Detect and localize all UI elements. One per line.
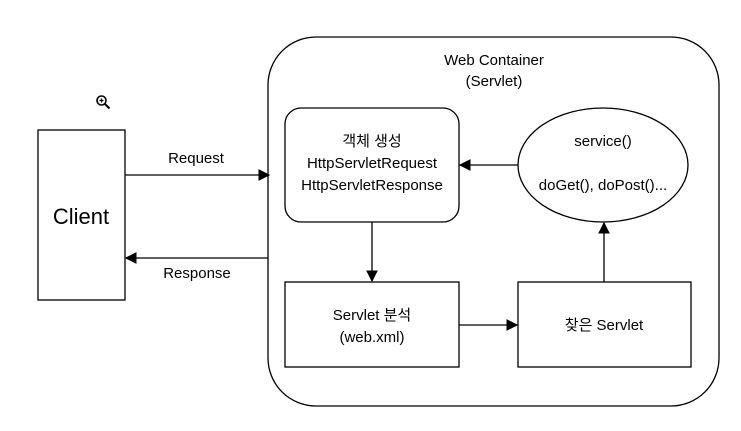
service-node: service() doGet(), doPost()... (517, 107, 689, 223)
response-arrow: Response (124, 252, 268, 282)
object-creation-node: 객체 생성 HttpServletRequest HttpServletResp… (284, 107, 460, 223)
found-servlet-label: 찾은 Servlet (565, 317, 644, 334)
servlet-analysis-node: Servlet 분석 (web.xml) (284, 281, 460, 368)
service-line2: doGet(), doPost()... (539, 177, 667, 194)
client-label: Client (53, 204, 109, 229)
client-node: Client (37, 129, 126, 301)
request-arrow: Request (125, 150, 271, 181)
container-title: Web Container (444, 52, 544, 69)
container-subtitle: (Servlet) (466, 73, 523, 90)
object-creation-line3: HttpServletResponse (301, 177, 443, 194)
object-creation-line2: HttpServletRequest (307, 155, 438, 172)
servlet-analysis-line1: Servlet 분석 (333, 307, 411, 324)
servlet-analysis-line2: (web.xml) (339, 329, 404, 346)
response-label: Response (163, 265, 231, 282)
object-creation-line1: 객체 생성 (342, 133, 401, 150)
zoom-in-icon[interactable] (95, 94, 111, 110)
found-servlet-node: 찾은 Servlet (517, 281, 692, 368)
request-label: Request (168, 150, 225, 167)
service-line1: service() (574, 133, 632, 150)
